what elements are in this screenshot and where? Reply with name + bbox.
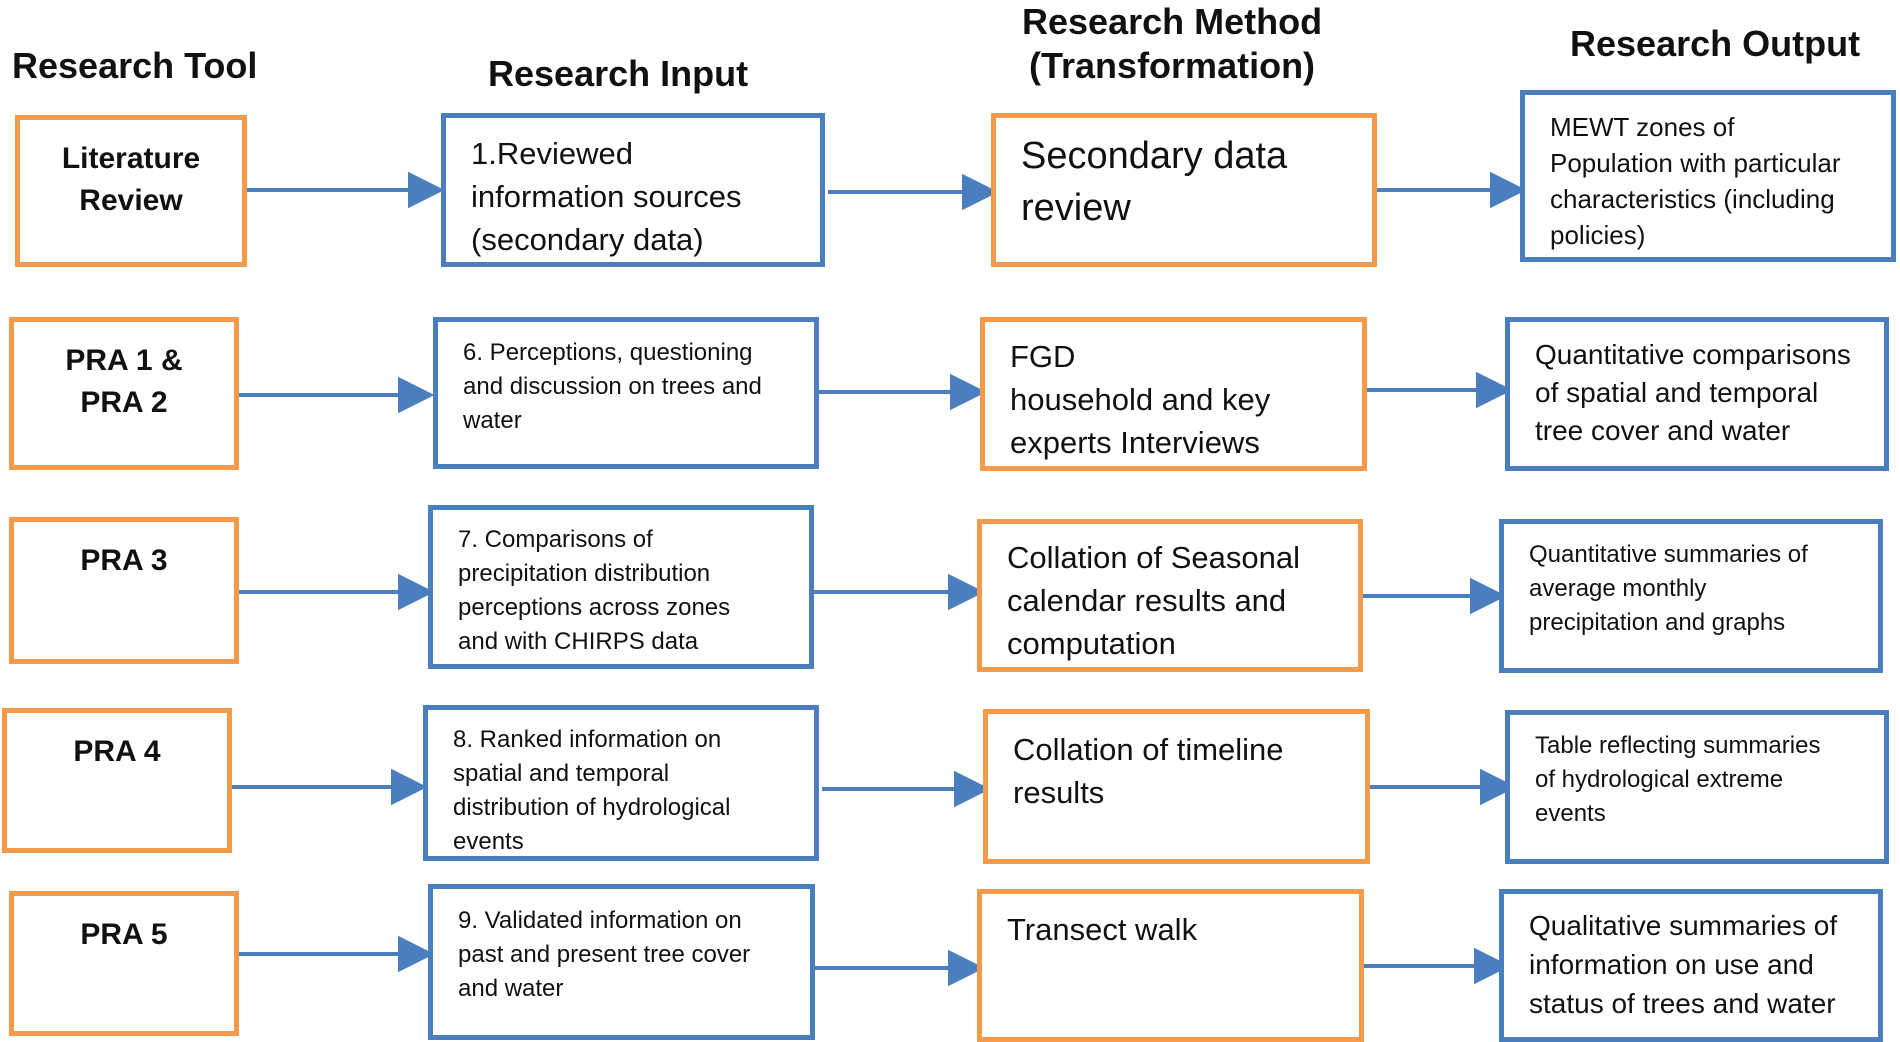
tool-box-pra-1-2: PRA 1 & PRA 2: [9, 317, 239, 470]
output-box-quantitative-comparisons: Quantitative comparisons of spatial and …: [1505, 317, 1889, 471]
input-box-6: 6. Perceptions, questioning and discussi…: [433, 317, 819, 469]
input-box-8: 8. Ranked information on spatial and tem…: [423, 705, 819, 861]
output-box-mewt-zones: MEWT zones of Population with particular…: [1520, 90, 1896, 262]
input-box-9: 9. Validated information on past and pre…: [428, 884, 815, 1040]
header-research-tool: Research Tool: [12, 45, 258, 86]
tool-box-pra-3: PRA 3: [9, 517, 239, 664]
input-box-7: 7. Comparisons of precipitation distribu…: [428, 505, 814, 669]
output-box-qualitative-summaries: Qualitative summaries of information on …: [1499, 889, 1883, 1042]
method-box-fgd-interviews: FGD household and key experts Interviews: [980, 317, 1367, 471]
header-research-output: Research Output: [1570, 23, 1861, 64]
tool-box-pra-4: PRA 4: [2, 708, 232, 853]
method-box-transect-walk: Transect walk: [977, 889, 1364, 1042]
input-box-1: 1.Reviewed information sources (secondar…: [441, 113, 825, 267]
header-research-method: Research Method (Transformation): [1022, 1, 1323, 86]
method-box-secondary-data-review: Secondary data review: [991, 113, 1377, 267]
output-box-table-hydrological: Table reflecting summaries of hydrologic…: [1505, 710, 1889, 864]
tool-box-literature-review: Literature Review: [15, 115, 247, 267]
output-box-quantitative-summaries: Quantitative summaries of average monthl…: [1499, 519, 1883, 673]
method-box-seasonal-calendar: Collation of Seasonal calendar results a…: [977, 519, 1363, 672]
tool-box-pra-5: PRA 5: [9, 891, 239, 1036]
method-box-timeline: Collation of timeline results: [983, 709, 1370, 864]
header-research-input: Research Input: [488, 53, 749, 94]
